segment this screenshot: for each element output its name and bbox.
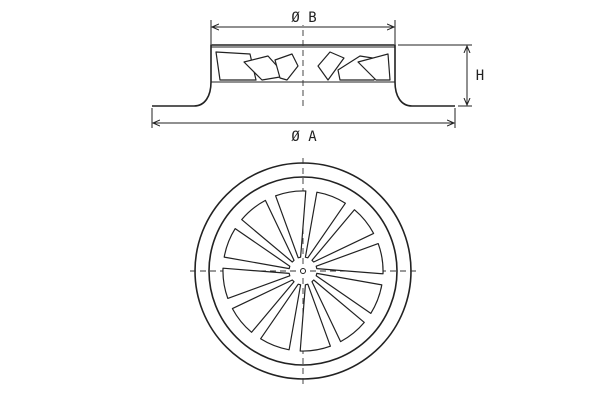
front-view-vane bbox=[241, 199, 295, 263]
front-view-vane bbox=[223, 228, 291, 270]
front-view-vane bbox=[222, 267, 291, 299]
front-view-vane bbox=[231, 279, 295, 333]
front-view bbox=[190, 158, 416, 384]
front-view-vane bbox=[304, 191, 346, 259]
front-view-vane bbox=[315, 243, 384, 275]
front-view-vane bbox=[315, 272, 383, 314]
dim-h-label: H bbox=[476, 68, 484, 84]
front-view-vane bbox=[299, 283, 331, 352]
front-view-hub bbox=[300, 268, 306, 274]
dim-a-label: Ø A bbox=[291, 129, 317, 145]
dim-b-label: Ø B bbox=[291, 10, 316, 26]
front-view-inner-circle bbox=[208, 176, 398, 366]
front-view-vanes bbox=[222, 190, 384, 352]
side-view-outline bbox=[152, 44, 455, 107]
side-view: Ø B H Ø A bbox=[151, 9, 484, 145]
side-view-vanes bbox=[215, 51, 391, 81]
front-view-vane bbox=[311, 279, 365, 343]
front-view-vane bbox=[260, 283, 302, 351]
front-view-vane bbox=[275, 190, 307, 259]
front-view-vane bbox=[311, 209, 375, 263]
